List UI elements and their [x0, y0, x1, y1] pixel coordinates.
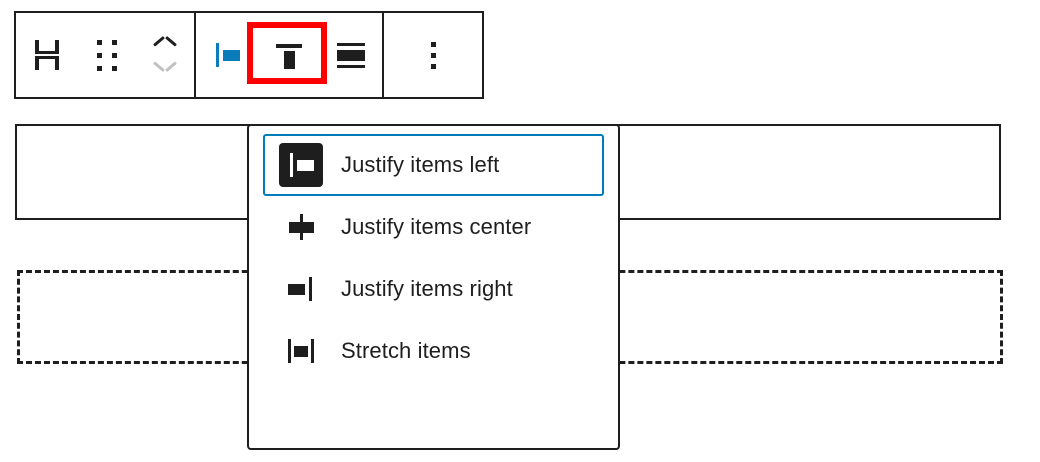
drag-handle-button[interactable] — [78, 13, 136, 97]
toolbar-group-alignment-controls — [194, 13, 382, 97]
menu-item-label: Stretch items — [341, 338, 471, 363]
menu-item-label: Justify items center — [341, 214, 532, 239]
menu-item-stretch-items[interactable]: Stretch items — [263, 320, 604, 382]
drag-handle-icon — [97, 39, 117, 71]
menu-item-justify-items-center[interactable]: Justify items center — [263, 196, 604, 258]
block-toolbar — [14, 11, 484, 99]
justify-items-button[interactable] — [196, 13, 258, 97]
justify-left-icon — [279, 143, 323, 187]
justify-left-icon — [212, 40, 242, 70]
justify-center-icon — [279, 205, 323, 249]
more-options-button[interactable] — [384, 13, 482, 97]
menu-item-justify-items-left[interactable]: Justify items left — [263, 134, 604, 196]
justify-right-icon — [279, 267, 323, 311]
chevron-up-icon[interactable] — [154, 41, 176, 52]
chevron-down-icon — [154, 58, 176, 69]
block-type-row-button[interactable] — [16, 13, 78, 97]
justification-menu: Justify items left Justify items center … — [247, 124, 620, 450]
stretch-fill-button[interactable] — [320, 13, 382, 97]
align-top-icon — [274, 40, 304, 70]
stretch-icon — [336, 40, 366, 70]
block-movers — [136, 13, 194, 97]
vertical-align-top-button[interactable] — [258, 13, 320, 97]
row-block-icon — [32, 40, 62, 70]
stretch-items-icon — [279, 329, 323, 373]
kebab-menu-icon — [430, 41, 436, 69]
menu-item-justify-items-right[interactable]: Justify items right — [263, 258, 604, 320]
toolbar-group-block-controls — [16, 13, 194, 97]
menu-item-label: Justify items right — [341, 276, 513, 301]
toolbar-group-more-controls — [382, 13, 482, 97]
menu-item-label: Justify items left — [341, 152, 500, 177]
